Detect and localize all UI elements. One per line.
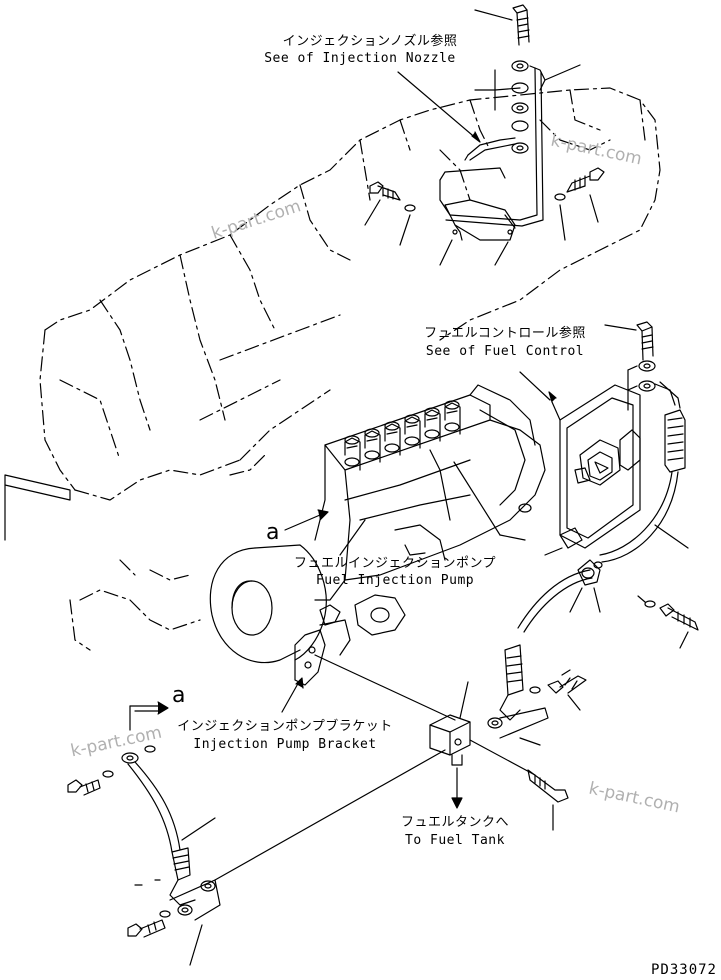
nozzle-label-leader xyxy=(397,71,481,143)
nozzle-bolt-right xyxy=(554,167,605,241)
engine-flange xyxy=(4,474,71,541)
nozzle-label-en: See of Injection Nozzle xyxy=(264,51,456,66)
pump-side-pipe xyxy=(487,569,593,746)
lower-left-bolt xyxy=(67,770,114,796)
drawing-code: PD33072 xyxy=(650,962,717,978)
nozzle-clamp xyxy=(439,199,516,266)
fuel-control-plate xyxy=(519,371,641,549)
nozzle-bolt-left xyxy=(364,181,416,246)
nozzle-label-jp: インジェクションノズル参照 xyxy=(282,34,458,49)
nozzle-bolt-top xyxy=(474,4,530,46)
pump-coupling xyxy=(209,544,327,664)
fuel-control-label-en: See of Fuel Control xyxy=(425,344,585,359)
delivery-valves xyxy=(344,400,461,471)
bracket-label-en: Injection Pump Bracket xyxy=(193,737,377,752)
lower-left-pipe xyxy=(121,745,221,966)
pump-label-en: Fuel Injection Pump xyxy=(315,573,475,588)
tank-label-en: To Fuel Tank xyxy=(405,833,505,848)
fuel-control-label-jp: フュエルコントロール参照 xyxy=(424,326,586,341)
pump-ref-arrow xyxy=(284,509,329,531)
ref-a-upper: a xyxy=(266,520,280,545)
pump-label-leader xyxy=(339,519,366,556)
clip-bolt xyxy=(637,595,699,649)
pump-flange xyxy=(319,594,406,656)
fuel-control-bolt xyxy=(604,321,654,361)
tank-label-jp: フュエルタンクへ xyxy=(400,815,509,830)
fuel-return-line xyxy=(214,654,456,881)
lower-ref-arrow xyxy=(129,701,169,731)
fuel-control-pipe xyxy=(599,360,689,563)
lower-left-bolt-bottom xyxy=(127,879,171,938)
pump-label-jp: フュエルインジェクションポンプ xyxy=(293,556,497,571)
junction-block xyxy=(429,681,471,766)
nozzle-fuel-pipe xyxy=(439,60,581,227)
tank-arrow xyxy=(451,767,463,809)
junction-bolt xyxy=(469,739,569,831)
ref-a-lower: a xyxy=(172,683,186,708)
pipe-bolt-lower xyxy=(529,669,587,711)
pipe-clip xyxy=(544,527,603,613)
pump-bracket xyxy=(281,629,326,713)
bracket-label-jp: インジェクションポンプブラケット xyxy=(177,719,393,734)
